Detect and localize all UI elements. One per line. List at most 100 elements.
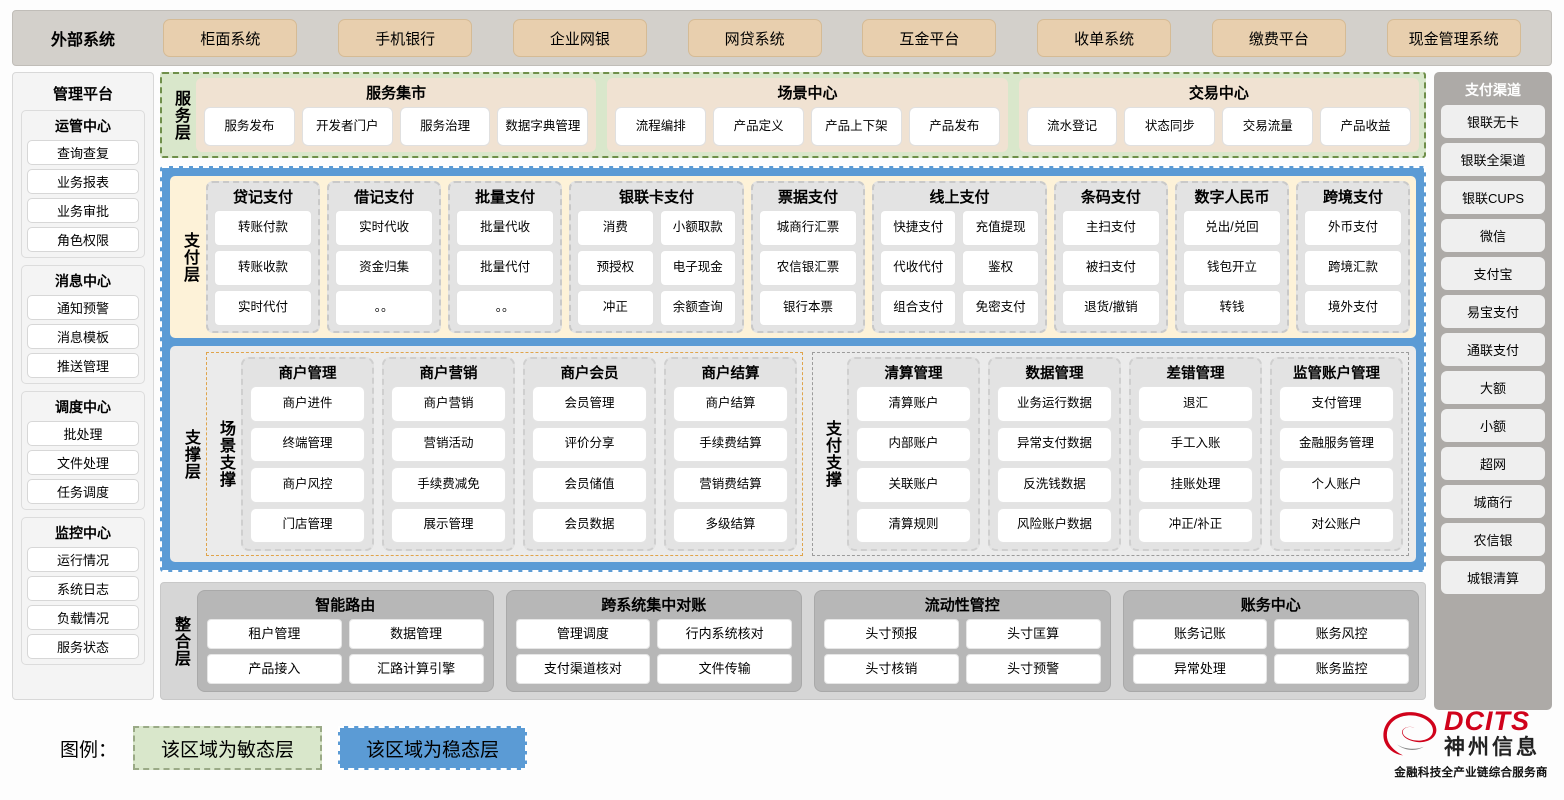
payment-item[interactable]: 跨境汇款 (1303, 250, 1403, 286)
support-item[interactable]: 关联账户 (856, 467, 971, 503)
service-item[interactable]: 流程编排 (615, 107, 707, 146)
integration-item[interactable]: 支付渠道核对 (515, 654, 651, 684)
support-item[interactable]: 评价分享 (532, 426, 647, 462)
support-item[interactable]: 营销活动 (391, 426, 506, 462)
payment-item[interactable]: 批量代付 (456, 250, 555, 286)
support-item[interactable]: 商户营销 (391, 386, 506, 422)
payment-item[interactable]: 农信银汇票 (758, 250, 858, 286)
integration-item[interactable]: 账务风控 (1274, 619, 1409, 649)
support-item[interactable]: 会员储值 (532, 467, 647, 503)
integration-item[interactable]: 账务监控 (1274, 654, 1409, 684)
management-item[interactable]: 业务报表 (27, 169, 139, 194)
payment-item[interactable]: 代收代付 (880, 250, 957, 286)
management-item[interactable]: 角色权限 (27, 227, 139, 252)
payment-channel-item[interactable]: 易宝支付 (1441, 295, 1545, 328)
payment-item[interactable]: 。。 (335, 290, 434, 326)
payment-item[interactable]: 预授权 (577, 250, 654, 286)
integration-item[interactable]: 异常处理 (1132, 654, 1268, 684)
integration-item[interactable]: 行内系统核对 (657, 619, 792, 649)
payment-item[interactable]: 钱包开立 (1182, 250, 1281, 286)
support-item[interactable]: 会员数据 (532, 507, 647, 543)
payment-channel-item[interactable]: 银联CUPS (1441, 181, 1545, 214)
management-item[interactable]: 查询查复 (27, 140, 139, 165)
payment-channel-item[interactable]: 超网 (1441, 447, 1545, 480)
service-item[interactable]: 流水登记 (1026, 107, 1118, 146)
payment-channel-item[interactable]: 小额 (1441, 409, 1545, 442)
support-item[interactable]: 手工入账 (1138, 426, 1253, 462)
management-item[interactable]: 消息模板 (27, 324, 139, 349)
management-item[interactable]: 系统日志 (27, 576, 139, 601)
support-item[interactable]: 冲正/补正 (1138, 507, 1253, 543)
support-item[interactable]: 会员管理 (532, 386, 647, 422)
external-system-chip[interactable]: 手机银行 (338, 19, 473, 57)
management-item[interactable]: 业务审批 (27, 198, 139, 223)
external-system-chip[interactable]: 收单系统 (1037, 19, 1172, 57)
integration-item[interactable]: 头寸预警 (965, 654, 1101, 684)
management-item[interactable]: 服务状态 (27, 634, 139, 659)
service-item[interactable]: 产品上下架 (810, 107, 902, 146)
management-item[interactable]: 推送管理 (27, 353, 139, 378)
payment-channel-item[interactable]: 城商行 (1441, 485, 1545, 518)
payment-item[interactable]: 电子现金 (659, 250, 736, 286)
payment-item[interactable]: 组合支付 (880, 290, 957, 326)
support-item[interactable]: 业务运行数据 (997, 386, 1112, 422)
integration-item[interactable]: 账务记账 (1132, 619, 1268, 649)
external-system-chip[interactable]: 互金平台 (862, 19, 997, 57)
payment-item[interactable]: 资金归集 (335, 250, 434, 286)
integration-item[interactable]: 头寸预报 (824, 619, 959, 649)
integration-item[interactable]: 产品接入 (207, 654, 342, 684)
support-item[interactable]: 风险账户数据 (997, 507, 1112, 543)
management-item[interactable]: 运行情况 (27, 547, 139, 572)
support-item[interactable]: 商户结算 (673, 386, 788, 422)
payment-item[interactable]: 实时代付 (214, 290, 313, 326)
management-item[interactable]: 文件处理 (27, 450, 139, 475)
support-item[interactable]: 金融服务管理 (1279, 426, 1394, 462)
support-item[interactable]: 商户风控 (250, 467, 365, 503)
service-item[interactable]: 数据字典管理 (497, 107, 589, 146)
payment-channel-item[interactable]: 农信银 (1441, 523, 1545, 556)
payment-channel-item[interactable]: 城银清算 (1441, 561, 1545, 594)
integration-item[interactable]: 管理调度 (515, 619, 651, 649)
support-item[interactable]: 反洗钱数据 (997, 467, 1112, 503)
service-item[interactable]: 产品定义 (713, 107, 804, 146)
support-item[interactable]: 内部账户 (856, 426, 971, 462)
payment-channel-item[interactable]: 银联无卡 (1441, 105, 1545, 138)
payment-item[interactable]: 快捷支付 (880, 210, 957, 246)
support-item[interactable]: 异常支付数据 (997, 426, 1112, 462)
payment-item[interactable]: 转钱 (1182, 290, 1281, 326)
payment-item[interactable]: 批量代收 (456, 210, 555, 246)
management-item[interactable]: 负载情况 (27, 605, 139, 630)
service-item[interactable]: 交易流量 (1222, 107, 1314, 146)
payment-item[interactable]: 被扫支付 (1061, 250, 1160, 286)
payment-item[interactable]: 外币支付 (1303, 210, 1403, 246)
integration-item[interactable]: 租户管理 (207, 619, 342, 649)
support-item[interactable]: 门店管理 (250, 507, 365, 543)
external-system-chip[interactable]: 现金管理系统 (1386, 19, 1521, 57)
payment-item[interactable]: 小额取款 (659, 210, 736, 246)
payment-item[interactable]: 免密支付 (962, 290, 1039, 326)
payment-item[interactable]: 退货/撤销 (1061, 290, 1160, 326)
support-item[interactable]: 多级结算 (673, 507, 788, 543)
payment-item[interactable]: 余额查询 (659, 290, 736, 326)
external-system-chip[interactable]: 缴费平台 (1211, 19, 1346, 57)
integration-item[interactable]: 文件传输 (657, 654, 792, 684)
support-item[interactable]: 手续费减免 (391, 467, 506, 503)
support-item[interactable]: 商户进件 (250, 386, 365, 422)
payment-item[interactable]: 转账付款 (214, 210, 313, 246)
external-system-chip[interactable]: 企业网银 (512, 19, 647, 57)
support-item[interactable]: 手续费结算 (673, 426, 788, 462)
payment-item[interactable]: 境外支付 (1303, 290, 1403, 326)
payment-channel-item[interactable]: 支付宝 (1441, 257, 1545, 290)
payment-item[interactable]: 充值提现 (962, 210, 1039, 246)
payment-item[interactable]: 银行本票 (758, 290, 858, 326)
external-system-chip[interactable]: 网贷系统 (687, 19, 822, 57)
service-item[interactable]: 状态同步 (1124, 107, 1216, 146)
external-system-chip[interactable]: 柜面系统 (163, 19, 298, 57)
integration-item[interactable]: 汇路计算引擎 (348, 654, 484, 684)
payment-item[interactable]: 实时代收 (335, 210, 434, 246)
integration-item[interactable]: 数据管理 (348, 619, 484, 649)
payment-channel-item[interactable]: 银联全渠道 (1441, 143, 1545, 176)
support-item[interactable]: 退汇 (1138, 386, 1253, 422)
support-item[interactable]: 支付管理 (1279, 386, 1394, 422)
service-item[interactable]: 开发者门户 (301, 107, 393, 146)
